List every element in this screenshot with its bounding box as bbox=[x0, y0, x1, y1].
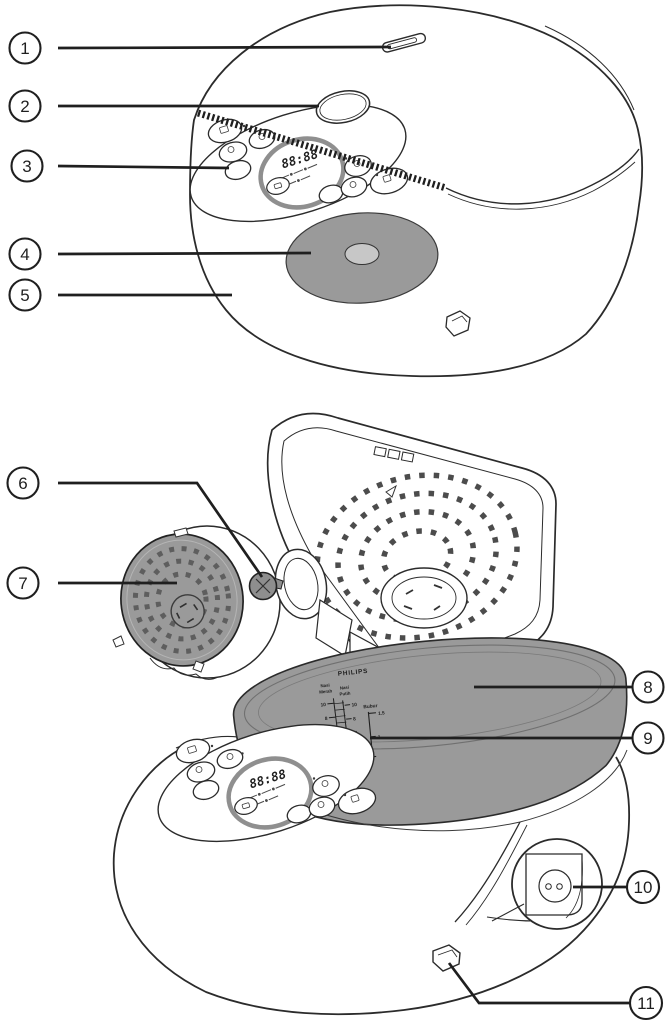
svg-text:10: 10 bbox=[320, 702, 326, 709]
callout-4: 4 bbox=[8, 237, 42, 271]
scale-right-label-2: Putih bbox=[339, 691, 351, 697]
lid-rim-curve-inner bbox=[447, 161, 636, 210]
leader-6 bbox=[58, 481, 264, 578]
scale-left-label-2: Merah bbox=[319, 688, 333, 694]
svg-text:6: 6 bbox=[18, 474, 27, 493]
svg-text:11: 11 bbox=[637, 994, 655, 1013]
open-cooker-figure: PHILIPS Nasi Merah Nasi Putih bbox=[112, 412, 631, 1016]
callout-10: 10 bbox=[625, 869, 661, 905]
power-socket bbox=[525, 853, 583, 919]
heating-plate-center bbox=[344, 243, 380, 265]
inner-lid-tabs bbox=[112, 527, 205, 673]
svg-text:3: 3 bbox=[22, 157, 31, 176]
svg-text:8: 8 bbox=[643, 678, 652, 697]
body-outline bbox=[112, 745, 631, 1016]
callouts-layer: 1 2 3 4 5 6 7 bbox=[6, 31, 665, 1021]
leader-4 bbox=[57, 251, 312, 256]
svg-text:10: 10 bbox=[351, 702, 357, 709]
lid-latch bbox=[432, 944, 461, 972]
callout-7: 7 bbox=[6, 566, 40, 600]
svg-text:9: 9 bbox=[643, 729, 652, 748]
svg-text:8: 8 bbox=[353, 716, 357, 722]
socket-pin-hole bbox=[556, 883, 563, 890]
leader-1 bbox=[57, 45, 392, 50]
pot-rim bbox=[243, 644, 616, 750]
body-latch bbox=[445, 310, 471, 337]
open-lid-inner-outline bbox=[281, 427, 544, 672]
callout-8: 8 bbox=[631, 670, 665, 704]
callout-9: 9 bbox=[631, 721, 665, 755]
scale-left-label-1: Nasi bbox=[320, 683, 330, 689]
svg-text:10: 10 bbox=[634, 878, 653, 897]
svg-text:1: 1 bbox=[20, 39, 29, 58]
lid-triangle-mark bbox=[385, 484, 397, 498]
leader-11 bbox=[447, 962, 630, 1005]
svg-text:7: 7 bbox=[18, 574, 27, 593]
svg-text:1.5: 1.5 bbox=[378, 710, 386, 717]
lid-vent-marks bbox=[373, 446, 415, 463]
callout-1: 1 bbox=[8, 31, 42, 65]
svg-text:4: 4 bbox=[20, 245, 29, 264]
callout-2: 2 bbox=[8, 89, 42, 123]
callout-5: 5 bbox=[8, 278, 42, 312]
scale-right-label-1: Nasi bbox=[340, 685, 350, 691]
callout-6: 6 bbox=[6, 466, 40, 500]
porridge-label: Bubur bbox=[363, 703, 378, 710]
closed-cooker-figure bbox=[176, 4, 644, 378]
callout-3: 3 bbox=[10, 149, 44, 183]
svg-text:8: 8 bbox=[325, 716, 329, 722]
lid-rim-curve bbox=[445, 148, 640, 205]
lid-seam-hatch bbox=[196, 109, 448, 192]
leader-lines bbox=[57, 45, 632, 1005]
callout-11: 11 bbox=[628, 985, 664, 1021]
svg-text:2: 2 bbox=[20, 97, 29, 116]
pot-brand: PHILIPS bbox=[338, 668, 369, 678]
power-socket-inset bbox=[454, 821, 603, 930]
lid-top-edge-line bbox=[544, 25, 635, 111]
svg-text:5: 5 bbox=[20, 286, 29, 305]
steam-valve bbox=[248, 571, 284, 601]
lid-center-cap bbox=[380, 567, 468, 629]
leader-3 bbox=[57, 164, 230, 170]
callout-badges: 1 2 3 4 5 6 7 bbox=[6, 31, 665, 1021]
socket-pin-hole bbox=[545, 883, 552, 890]
inner-lid-disc bbox=[120, 533, 244, 667]
lid-open-button bbox=[315, 90, 371, 124]
